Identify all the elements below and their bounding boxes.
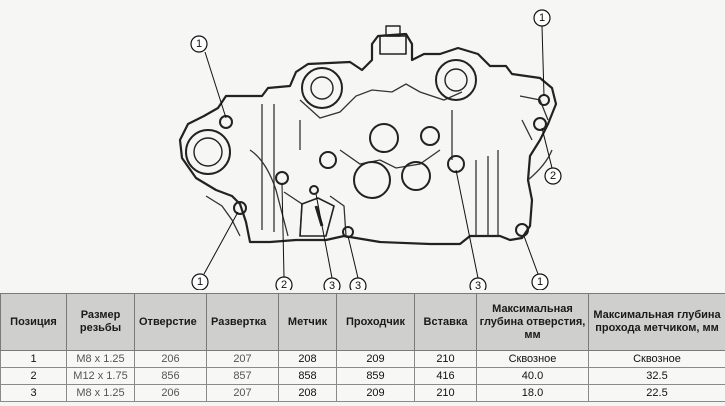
- casting-details: [205, 83, 553, 237]
- svg-text:1: 1: [537, 276, 543, 288]
- cell-max-hole-depth: 40.0: [476, 367, 589, 385]
- callout-3-bottom-c: 3: [469, 277, 487, 290]
- cell-hole: 206: [134, 384, 207, 402]
- callout-1-bottom-left: 1: [191, 273, 209, 290]
- cell-thread-size: M8 x 1.25: [66, 384, 135, 402]
- callout-1-bottom-right: 1: [531, 273, 549, 290]
- header-insert: Вставка: [414, 293, 477, 351]
- bracket-slot: [299, 197, 335, 237]
- svg-text:1: 1: [197, 276, 203, 288]
- cell-insert: 210: [414, 350, 477, 368]
- cell-drill-through: 209: [336, 384, 415, 402]
- cell-drill-through: 859: [336, 367, 415, 385]
- callout-1-top-left: 1: [190, 35, 208, 53]
- header-reamer: Развертка: [206, 293, 279, 351]
- cylinder-head-outline: [178, 25, 558, 246]
- cell-hole: 856: [134, 367, 207, 385]
- cell-thread-size: M12 x 1.75: [66, 367, 135, 385]
- cylinder-head-drawing: 1 1 1 1 2 2 3: [178, 9, 562, 290]
- thread-repair-table: Позиция Размер резьбы Отверстие Развертк…: [0, 293, 725, 402]
- cell-max-tap-depth: 22.5: [588, 384, 725, 402]
- cell-tap: 208: [278, 350, 337, 368]
- svg-text:3: 3: [475, 280, 481, 290]
- cell-tap: 858: [278, 367, 337, 385]
- cylinder-head-diagram: 1 1 1 1 2 2 3: [178, 9, 562, 290]
- cell-reamer: 207: [206, 384, 279, 402]
- header-thread-size: Размер резьбы: [66, 293, 135, 351]
- cell-thread-size: M8 x 1.25: [66, 350, 135, 368]
- cell-insert: 210: [414, 384, 477, 402]
- table-row: 3 M8 x 1.25 206 207 208 209 210 18.0 22.…: [0, 384, 725, 402]
- callouts: 1 1 1 1 2 2 3: [190, 9, 562, 290]
- callout-1-top-right: 1: [533, 9, 551, 27]
- svg-text:2: 2: [281, 279, 287, 290]
- header-hole: Отверстие: [134, 293, 207, 351]
- callout-2-right: 2: [544, 167, 562, 185]
- cell-position: 1: [0, 350, 67, 368]
- table-row: 1 M8 x 1.25 206 207 208 209 210 Сквозное…: [0, 350, 725, 368]
- cell-reamer: 857: [206, 367, 279, 385]
- cell-max-tap-depth: Сквозное: [588, 350, 725, 368]
- callout-2-bottom: 2: [275, 276, 293, 290]
- cell-max-hole-depth: 18.0: [476, 384, 589, 402]
- callout-3-bottom-a: 3: [323, 277, 341, 290]
- cell-max-hole-depth: Сквозное: [476, 350, 589, 368]
- table-row: 2 M12 x 1.75 856 857 858 859 416 40.0 32…: [0, 367, 725, 385]
- leader-lines: [203, 25, 553, 279]
- svg-text:2: 2: [550, 170, 556, 182]
- header-tap: Метчик: [278, 293, 337, 351]
- cell-max-tap-depth: 32.5: [588, 367, 725, 385]
- cell-drill-through: 209: [336, 350, 415, 368]
- cell-tap: 208: [278, 384, 337, 402]
- bores: [185, 59, 550, 238]
- svg-text:1: 1: [196, 38, 202, 50]
- cell-position: 2: [0, 367, 67, 385]
- cell-insert: 416: [414, 367, 477, 385]
- cell-hole: 206: [134, 350, 207, 368]
- header-drill-through: Проходчик: [336, 293, 415, 351]
- header-position: Позиция: [0, 293, 67, 351]
- table-header-row: Позиция Размер резьбы Отверстие Развертк…: [0, 293, 725, 351]
- header-max-tap-depth: Максимальная глубина прохода метчиком, м…: [588, 293, 725, 351]
- svg-text:3: 3: [329, 280, 335, 290]
- cell-reamer: 207: [206, 350, 279, 368]
- header-max-hole-depth: Максимальная глубина отверстия, мм: [476, 293, 589, 351]
- svg-text:3: 3: [355, 280, 361, 290]
- callout-3-bottom-b: 3: [349, 277, 367, 290]
- svg-text:1: 1: [539, 12, 545, 24]
- cell-position: 3: [0, 384, 67, 402]
